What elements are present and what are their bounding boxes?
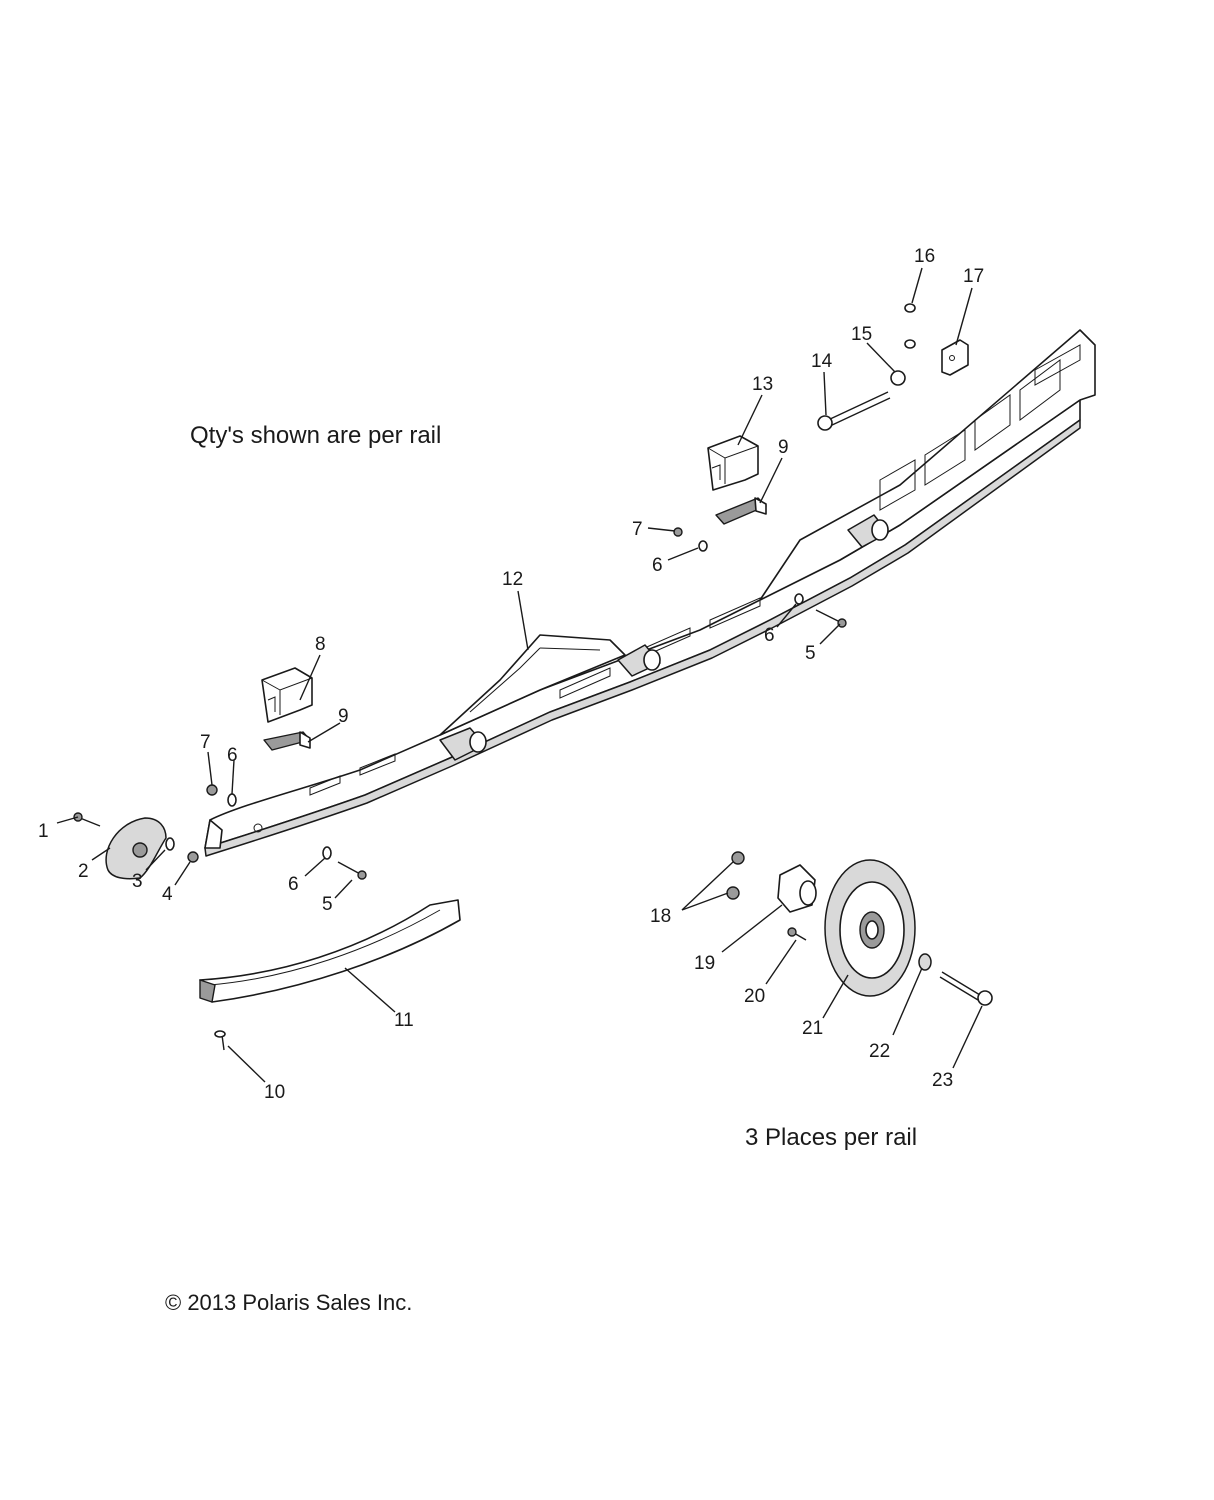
callout-5: 5 [322, 894, 333, 915]
callout-6: 6 [764, 625, 775, 646]
callout-3: 3 [132, 871, 143, 892]
rail-assembly [204, 329, 1096, 857]
part-17-bracket [941, 339, 969, 376]
part-8-block [261, 667, 313, 723]
callout-19: 19 [694, 953, 715, 974]
callout-11: 11 [394, 1010, 414, 1031]
part-4-nut [187, 851, 199, 863]
copyright-text: © 2013 Polaris Sales Inc. [165, 1290, 412, 1315]
callout-17: 17 [963, 266, 984, 287]
callout-6: 6 [288, 874, 299, 895]
part-7-nut-front [206, 784, 218, 796]
part-7-nut-rear [673, 527, 683, 537]
part-13-block [707, 435, 759, 491]
part-5-bolt-mid [815, 609, 847, 628]
callout-1: 1 [38, 821, 49, 842]
wheel-assembly [726, 851, 993, 1006]
callout-4: 4 [162, 884, 173, 905]
callout-23: 23 [932, 1070, 953, 1091]
rail-mount-rear [847, 514, 889, 548]
rail-mount-front [439, 727, 487, 761]
callout-16: 16 [914, 246, 935, 267]
callout-15: 15 [851, 324, 872, 345]
part-2-tip-cover [105, 817, 167, 880]
callout-12: 12 [502, 569, 523, 590]
part-6-washer-mid [794, 593, 804, 605]
part-1-bolt [73, 812, 101, 827]
part-6-washer-rear [698, 540, 708, 552]
part-5-bolt-lower [337, 861, 367, 880]
callout-13: 13 [752, 374, 773, 395]
callout-21: 21 [802, 1018, 823, 1039]
callout-5: 5 [805, 643, 816, 664]
part-6-washer-lower [322, 846, 332, 860]
slide [199, 899, 461, 1003]
callout-22: 22 [869, 1041, 890, 1062]
part-16-fasteners [904, 303, 916, 349]
rail-cutouts [309, 344, 1081, 796]
rail-mount-middle [617, 644, 661, 677]
callout-7: 7 [200, 732, 211, 753]
callout-8: 8 [315, 634, 326, 655]
callout-10: 10 [264, 1082, 285, 1103]
part-10-rivet [214, 1030, 226, 1051]
part-15-nut [890, 370, 906, 386]
leader-lines [56, 267, 983, 1083]
callout-labels: 1 2 3 4 5 5 6 6 6 6 7 7 8 9 9 10 11 12 1… [38, 246, 984, 1103]
callout-2: 2 [78, 861, 89, 882]
callout-20: 20 [744, 986, 765, 1007]
part-6-washer-front [227, 793, 237, 807]
qty-note: Qty's shown are per rail [190, 422, 441, 449]
callout-18: 18 [650, 906, 671, 927]
callout-6: 6 [227, 745, 238, 766]
callout-9: 9 [778, 437, 789, 458]
part-9-slider-rear [715, 497, 767, 525]
callout-14: 14 [811, 351, 833, 372]
callout-6: 6 [652, 555, 663, 576]
places-note: 3 Places per rail [745, 1124, 917, 1151]
callout-9: 9 [338, 706, 349, 727]
part-14-long-bolt [817, 391, 891, 431]
part-9-slider-front [263, 731, 311, 751]
callout-7: 7 [632, 519, 643, 540]
part-3-washer [165, 837, 175, 851]
